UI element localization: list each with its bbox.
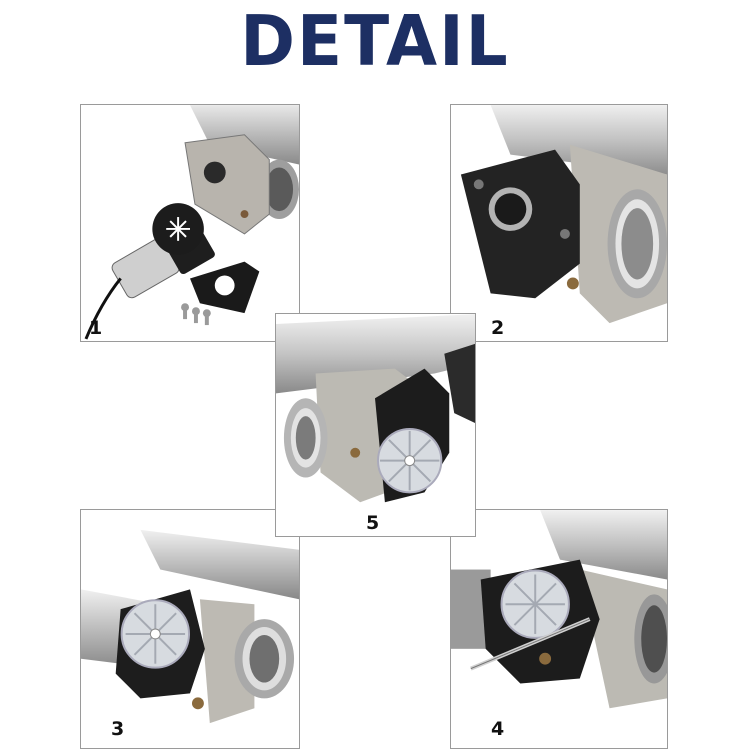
detail-panel-4: 4 xyxy=(450,509,668,749)
page-title: DETAIL xyxy=(240,1,510,82)
step-number-2: 2 xyxy=(491,317,505,339)
detail-panel-2: 2 xyxy=(450,104,668,342)
detail-panel-3: 3 xyxy=(80,509,300,749)
step-number-5: 5 xyxy=(366,512,380,534)
assembled-valve-photo xyxy=(276,314,475,536)
screwdriver-photo xyxy=(451,510,667,748)
motor-installed-photo xyxy=(81,510,299,748)
step-number-3: 3 xyxy=(111,718,125,740)
detail-panel-1: 1 xyxy=(80,104,300,342)
step-number-4: 4 xyxy=(491,718,505,740)
step-number-1: 1 xyxy=(89,317,103,339)
detail-panel-5: 5 xyxy=(275,313,476,537)
motor-kit-photo xyxy=(81,105,299,341)
bracket-closeup-photo xyxy=(451,105,667,341)
